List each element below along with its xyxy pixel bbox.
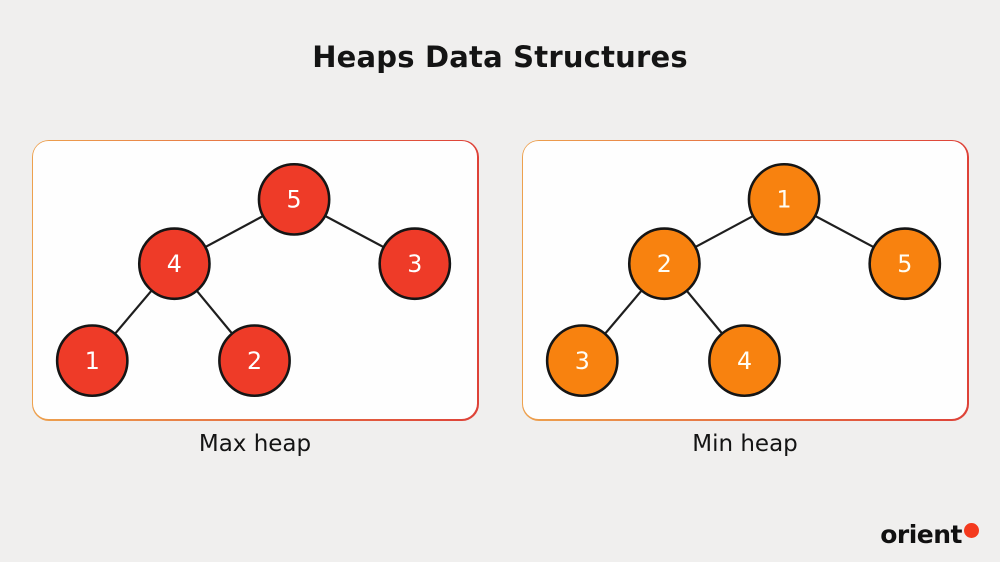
page-title: Heaps Data Structures: [312, 40, 688, 74]
min-heap-node-value: 4: [737, 347, 752, 375]
brand-logo-text: orient: [880, 520, 962, 549]
min-heap-tree-diagram: 1 2 5 3 4: [545, 163, 942, 398]
min-heap-card-border: 1 2 5 3 4: [521, 139, 969, 421]
min-heap-node-value: 1: [777, 186, 792, 214]
max-heap-tree-diagram: 5 4 3 1 2: [55, 163, 452, 398]
min-heap-node-2: [627, 227, 701, 301]
max-heap-label: Max heap: [198, 430, 312, 457]
panels-row: 5 4 3 1 2 Max heap 1 2 5 3 4 Min heap: [0, 139, 1000, 459]
max-heap-node-value: 4: [167, 250, 182, 278]
max-heap-node-1: [55, 324, 129, 398]
max-heap-node-3: [378, 227, 452, 301]
max-heap-node-4: [137, 227, 211, 301]
max-heap-card: 5 4 3 1 2: [33, 141, 477, 420]
brand-logo: orient: [880, 522, 979, 547]
min-heap-node-3: [545, 324, 619, 398]
max-heap-node-value: 2: [247, 347, 262, 375]
min-heap-card: 1 2 5 3 4: [523, 141, 967, 420]
min-heap-node-4: [708, 324, 781, 398]
min-heap-label: Min heap: [692, 430, 798, 457]
max-heap-card-border: 5 4 3 1 2: [31, 139, 479, 421]
max-heap-node-5: [257, 163, 331, 237]
min-heap-section: 1 2 5 3 4 Min heap: [521, 139, 969, 459]
max-heap-section: 5 4 3 1 2 Max heap: [31, 139, 479, 459]
brand-logo-dot-icon: [964, 523, 979, 538]
min-heap-node-1: [747, 163, 821, 237]
max-heap-node-value: 5: [287, 186, 302, 214]
max-heap-node-value: 1: [85, 347, 100, 375]
max-heap-node-2: [218, 324, 291, 398]
min-heap-node-value: 2: [657, 250, 672, 278]
min-heap-node-value: 5: [897, 250, 912, 278]
max-heap-node-value: 3: [407, 250, 422, 278]
min-heap-node-5: [868, 227, 942, 301]
min-heap-node-value: 3: [575, 347, 590, 375]
